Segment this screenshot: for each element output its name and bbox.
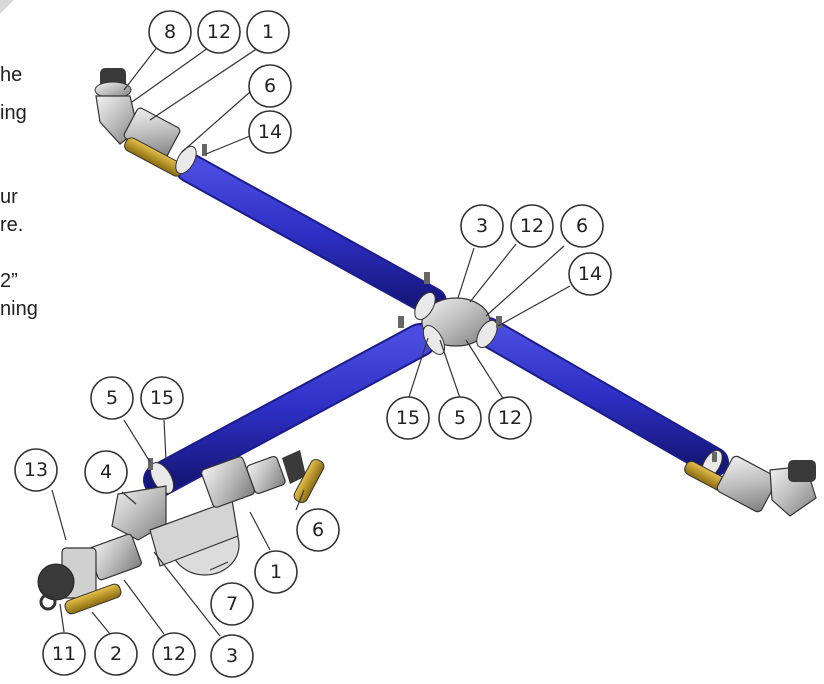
- top-left-valve-assembly: [94, 68, 207, 177]
- svg-text:15: 15: [396, 407, 420, 429]
- side-text-line-4: re.: [0, 214, 24, 236]
- svg-text:3: 3: [476, 215, 488, 237]
- svg-text:12: 12: [520, 215, 544, 237]
- svg-text:5: 5: [106, 387, 118, 409]
- callout-left-5: 5: [90, 376, 134, 420]
- svg-text:2: 2: [110, 643, 122, 665]
- svg-text:12: 12: [162, 643, 186, 665]
- callout-bot-12: 12: [152, 632, 196, 676]
- svg-text:6: 6: [312, 519, 324, 541]
- callout-top-12: 12: [197, 10, 241, 54]
- svg-text:4: 4: [100, 461, 112, 483]
- pipe-lower-right: [473, 317, 729, 477]
- svg-text:6: 6: [576, 215, 588, 237]
- center-tee-fitting: [398, 272, 502, 355]
- callout-left-1: 1: [254, 550, 298, 594]
- svg-text:3: 3: [226, 645, 238, 667]
- callout-mid-6: 6: [560, 204, 604, 248]
- callout-left-6: 6: [296, 508, 340, 552]
- svg-text:8: 8: [164, 21, 176, 43]
- right-valve-assembly: [684, 449, 817, 517]
- callout-left-7: 7: [210, 582, 254, 626]
- callout-mid-5: 5: [438, 396, 482, 440]
- svg-text:7: 7: [226, 593, 238, 615]
- side-text-line-5: 2”: [0, 270, 18, 292]
- callout-mid-12: 12: [510, 204, 554, 248]
- callout-balloons: 8 12 1 6 14 3 12 6 14 15 5 12 5 15 13 4 …: [14, 10, 612, 678]
- svg-text:11: 11: [52, 643, 76, 665]
- callout-mid-12b: 12: [488, 396, 532, 440]
- svg-text:14: 14: [258, 121, 282, 143]
- svg-text:1: 1: [262, 21, 274, 43]
- lower-left-assembly: [37, 450, 325, 615]
- side-text-line-1: he: [0, 64, 23, 86]
- callout-top-1: 1: [246, 10, 290, 54]
- pipe-lower-left: [143, 323, 437, 497]
- svg-text:5: 5: [454, 407, 466, 429]
- svg-text:12: 12: [498, 407, 522, 429]
- svg-text:12: 12: [207, 21, 231, 43]
- callout-mid-15: 15: [386, 396, 430, 440]
- callout-left-4: 4: [84, 450, 128, 494]
- leader-lines: [51, 45, 571, 637]
- side-text-line-2: ing: [0, 102, 27, 124]
- callout-bot-11: 11: [42, 632, 86, 676]
- svg-text:6: 6: [264, 75, 276, 97]
- callout-left-15: 15: [140, 376, 184, 420]
- callout-bot-3: 3: [210, 634, 254, 678]
- svg-text:14: 14: [578, 263, 602, 285]
- callout-top-6: 6: [248, 64, 292, 108]
- pipe-upper-left: [175, 153, 447, 317]
- callout-mid-14: 14: [568, 252, 612, 296]
- corner-mark: [0, 0, 14, 14]
- svg-text:13: 13: [24, 459, 48, 481]
- callout-top-8: 8: [148, 10, 192, 54]
- callout-bot-2: 2: [94, 632, 138, 676]
- callout-top-14: 14: [248, 110, 292, 154]
- side-text-line-3: ur: [0, 186, 18, 208]
- side-text-line-6: ning: [0, 298, 38, 320]
- callout-mid-3: 3: [460, 204, 504, 248]
- callout-left-13: 13: [14, 448, 58, 492]
- svg-text:15: 15: [150, 387, 174, 409]
- svg-text:1: 1: [270, 561, 282, 583]
